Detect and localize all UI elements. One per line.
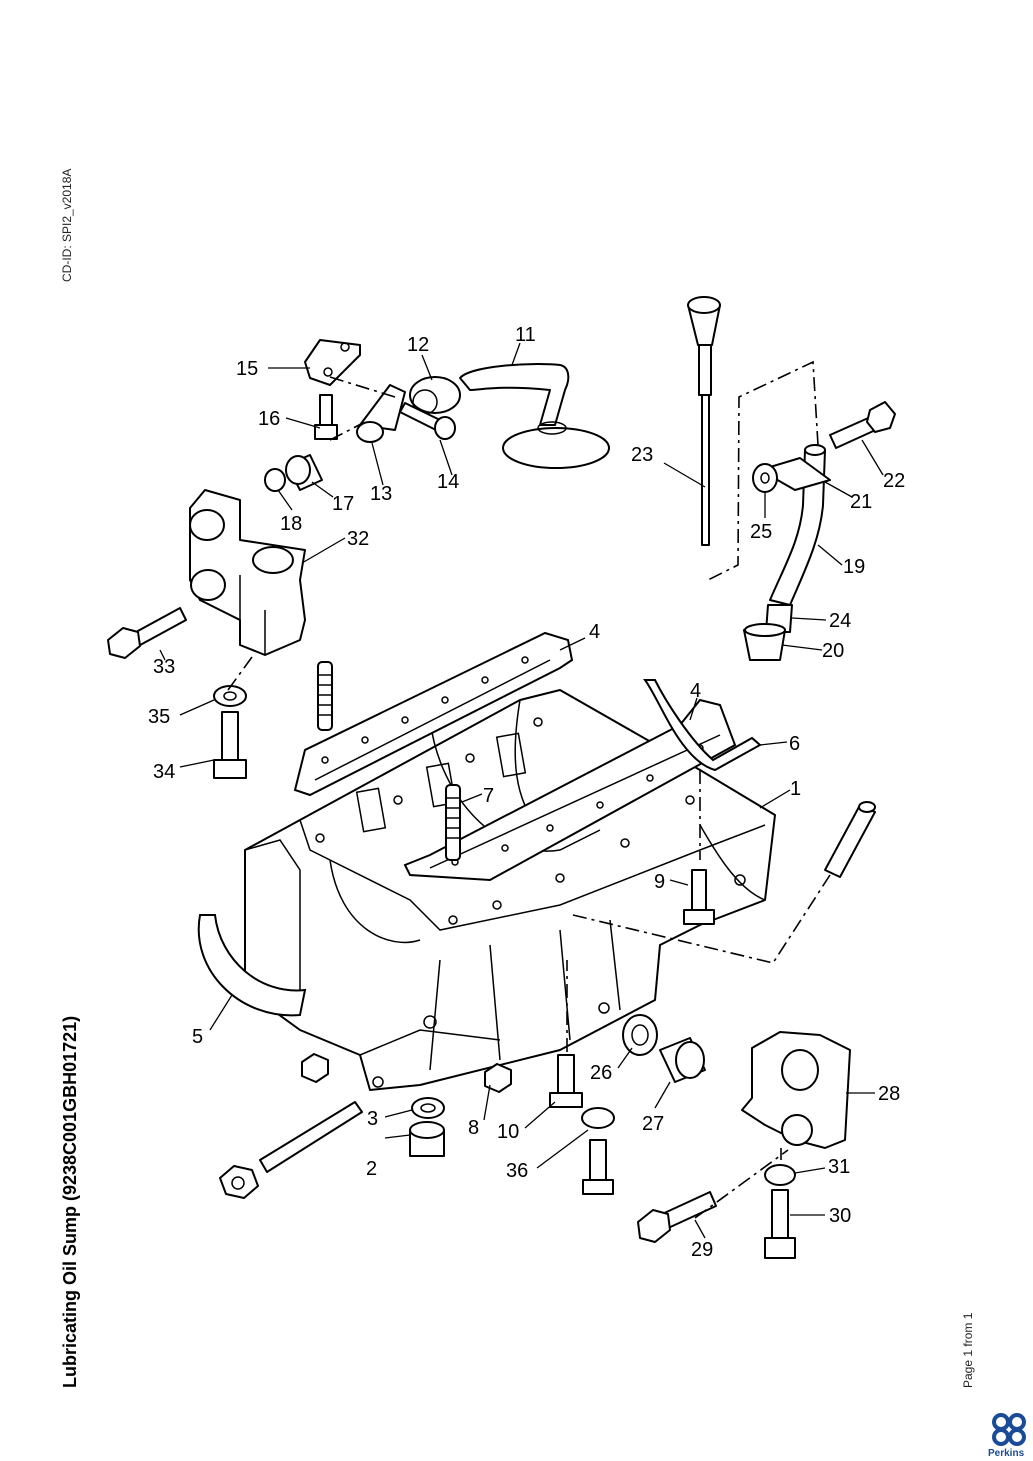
dipstick-23[interactable] — [687, 296, 721, 546]
callout-27: 27 — [642, 1113, 664, 1135]
clamp-13[interactable] — [356, 384, 406, 443]
bolt-33[interactable] — [107, 607, 187, 659]
seal-front[interactable] — [643, 679, 762, 772]
bush-2[interactable] — [409, 1121, 445, 1157]
callout-29: 29 — [691, 1239, 713, 1261]
callout-25: 25 — [750, 521, 772, 543]
callout-18: 18 — [280, 513, 302, 535]
callout-19: 19 — [843, 556, 865, 578]
adaptor-17[interactable] — [285, 454, 323, 491]
bolt-34[interactable] — [213, 711, 247, 779]
center-lines — [227, 360, 831, 1219]
bolt-14[interactable] — [399, 402, 456, 440]
strainer-pipe-11[interactable] — [459, 363, 610, 469]
callout-36: 36 — [506, 1160, 528, 1182]
brand-name: Perkins — [988, 1448, 1025, 1459]
washer-3[interactable] — [411, 1097, 445, 1119]
callout-12: 12 — [407, 334, 429, 356]
nut-lower-left[interactable] — [301, 1053, 329, 1083]
bearing-block-28[interactable] — [741, 1031, 851, 1149]
bolt-10[interactable] — [549, 1054, 583, 1108]
callout-35: 35 — [148, 706, 170, 728]
callout-32: 32 — [347, 528, 369, 550]
callout-24: 24 — [829, 610, 851, 632]
drain-plug-27[interactable] — [659, 1037, 706, 1083]
callout-13: 13 — [370, 483, 392, 505]
connector-12[interactable] — [409, 376, 461, 415]
adaptor-20[interactable] — [743, 623, 786, 661]
bolt-9[interactable] — [683, 869, 715, 925]
dowel-tube[interactable] — [824, 801, 876, 878]
callout-labels: 1 2 3 4 4 5 6 7 8 9 10 11 12 13 14 15 16… — [148, 324, 905, 1261]
callout-26: 26 — [590, 1062, 612, 1084]
callout-30: 30 — [829, 1205, 851, 1227]
callout-33: 33 — [153, 656, 175, 678]
callout-6: 6 — [789, 733, 800, 755]
bolt-36[interactable] — [581, 1107, 615, 1195]
callout-7: 7 — [483, 785, 494, 807]
leader-lines — [159, 342, 884, 1239]
callout-9: 9 — [654, 871, 665, 893]
washer-25[interactable] — [752, 463, 778, 493]
perkins-logo — [992, 1413, 1026, 1446]
callout-11: 11 — [515, 324, 536, 346]
callout-1: 1 — [790, 778, 801, 800]
seal-rear[interactable] — [197, 914, 307, 1017]
gasket-left[interactable] — [293, 631, 574, 797]
callout-15: 15 — [236, 358, 258, 380]
callout-3: 3 — [367, 1108, 378, 1130]
bracket-15[interactable] — [304, 339, 361, 386]
callout-4a: 4 — [589, 621, 600, 643]
callout-22: 22 — [883, 470, 905, 492]
callout-23: 23 — [631, 444, 653, 466]
bolt-29[interactable] — [637, 1191, 717, 1243]
washer-26[interactable] — [622, 1014, 658, 1056]
through-stud[interactable] — [219, 1101, 363, 1199]
callout-10: 10 — [497, 1121, 519, 1143]
callout-34: 34 — [153, 761, 175, 783]
callout-21: 21 — [850, 491, 872, 513]
callout-2: 2 — [366, 1158, 377, 1180]
gasket-right[interactable] — [403, 698, 737, 882]
callout-4b: 4 — [690, 680, 701, 702]
stud-7[interactable] — [445, 784, 461, 861]
callout-20: 20 — [822, 640, 844, 662]
callout-5: 5 — [192, 1026, 203, 1048]
bracket-21[interactable] — [759, 457, 831, 491]
washer-31[interactable] — [764, 1164, 796, 1186]
bolt-30[interactable] — [764, 1189, 796, 1259]
callout-14: 14 — [437, 471, 459, 493]
callout-31: 31 — [828, 1156, 850, 1178]
washer-35[interactable] — [213, 685, 247, 707]
nut-8[interactable] — [484, 1063, 512, 1093]
bolt-16[interactable] — [314, 394, 338, 440]
stud-upper[interactable] — [317, 661, 333, 731]
callout-16: 16 — [258, 408, 280, 430]
bearing-block-32[interactable] — [189, 489, 306, 656]
plug-18[interactable] — [264, 468, 286, 492]
callout-28: 28 — [878, 1083, 900, 1105]
callout-17: 17 — [332, 493, 354, 515]
bolt-22[interactable] — [829, 401, 896, 449]
callout-8: 8 — [468, 1117, 479, 1139]
